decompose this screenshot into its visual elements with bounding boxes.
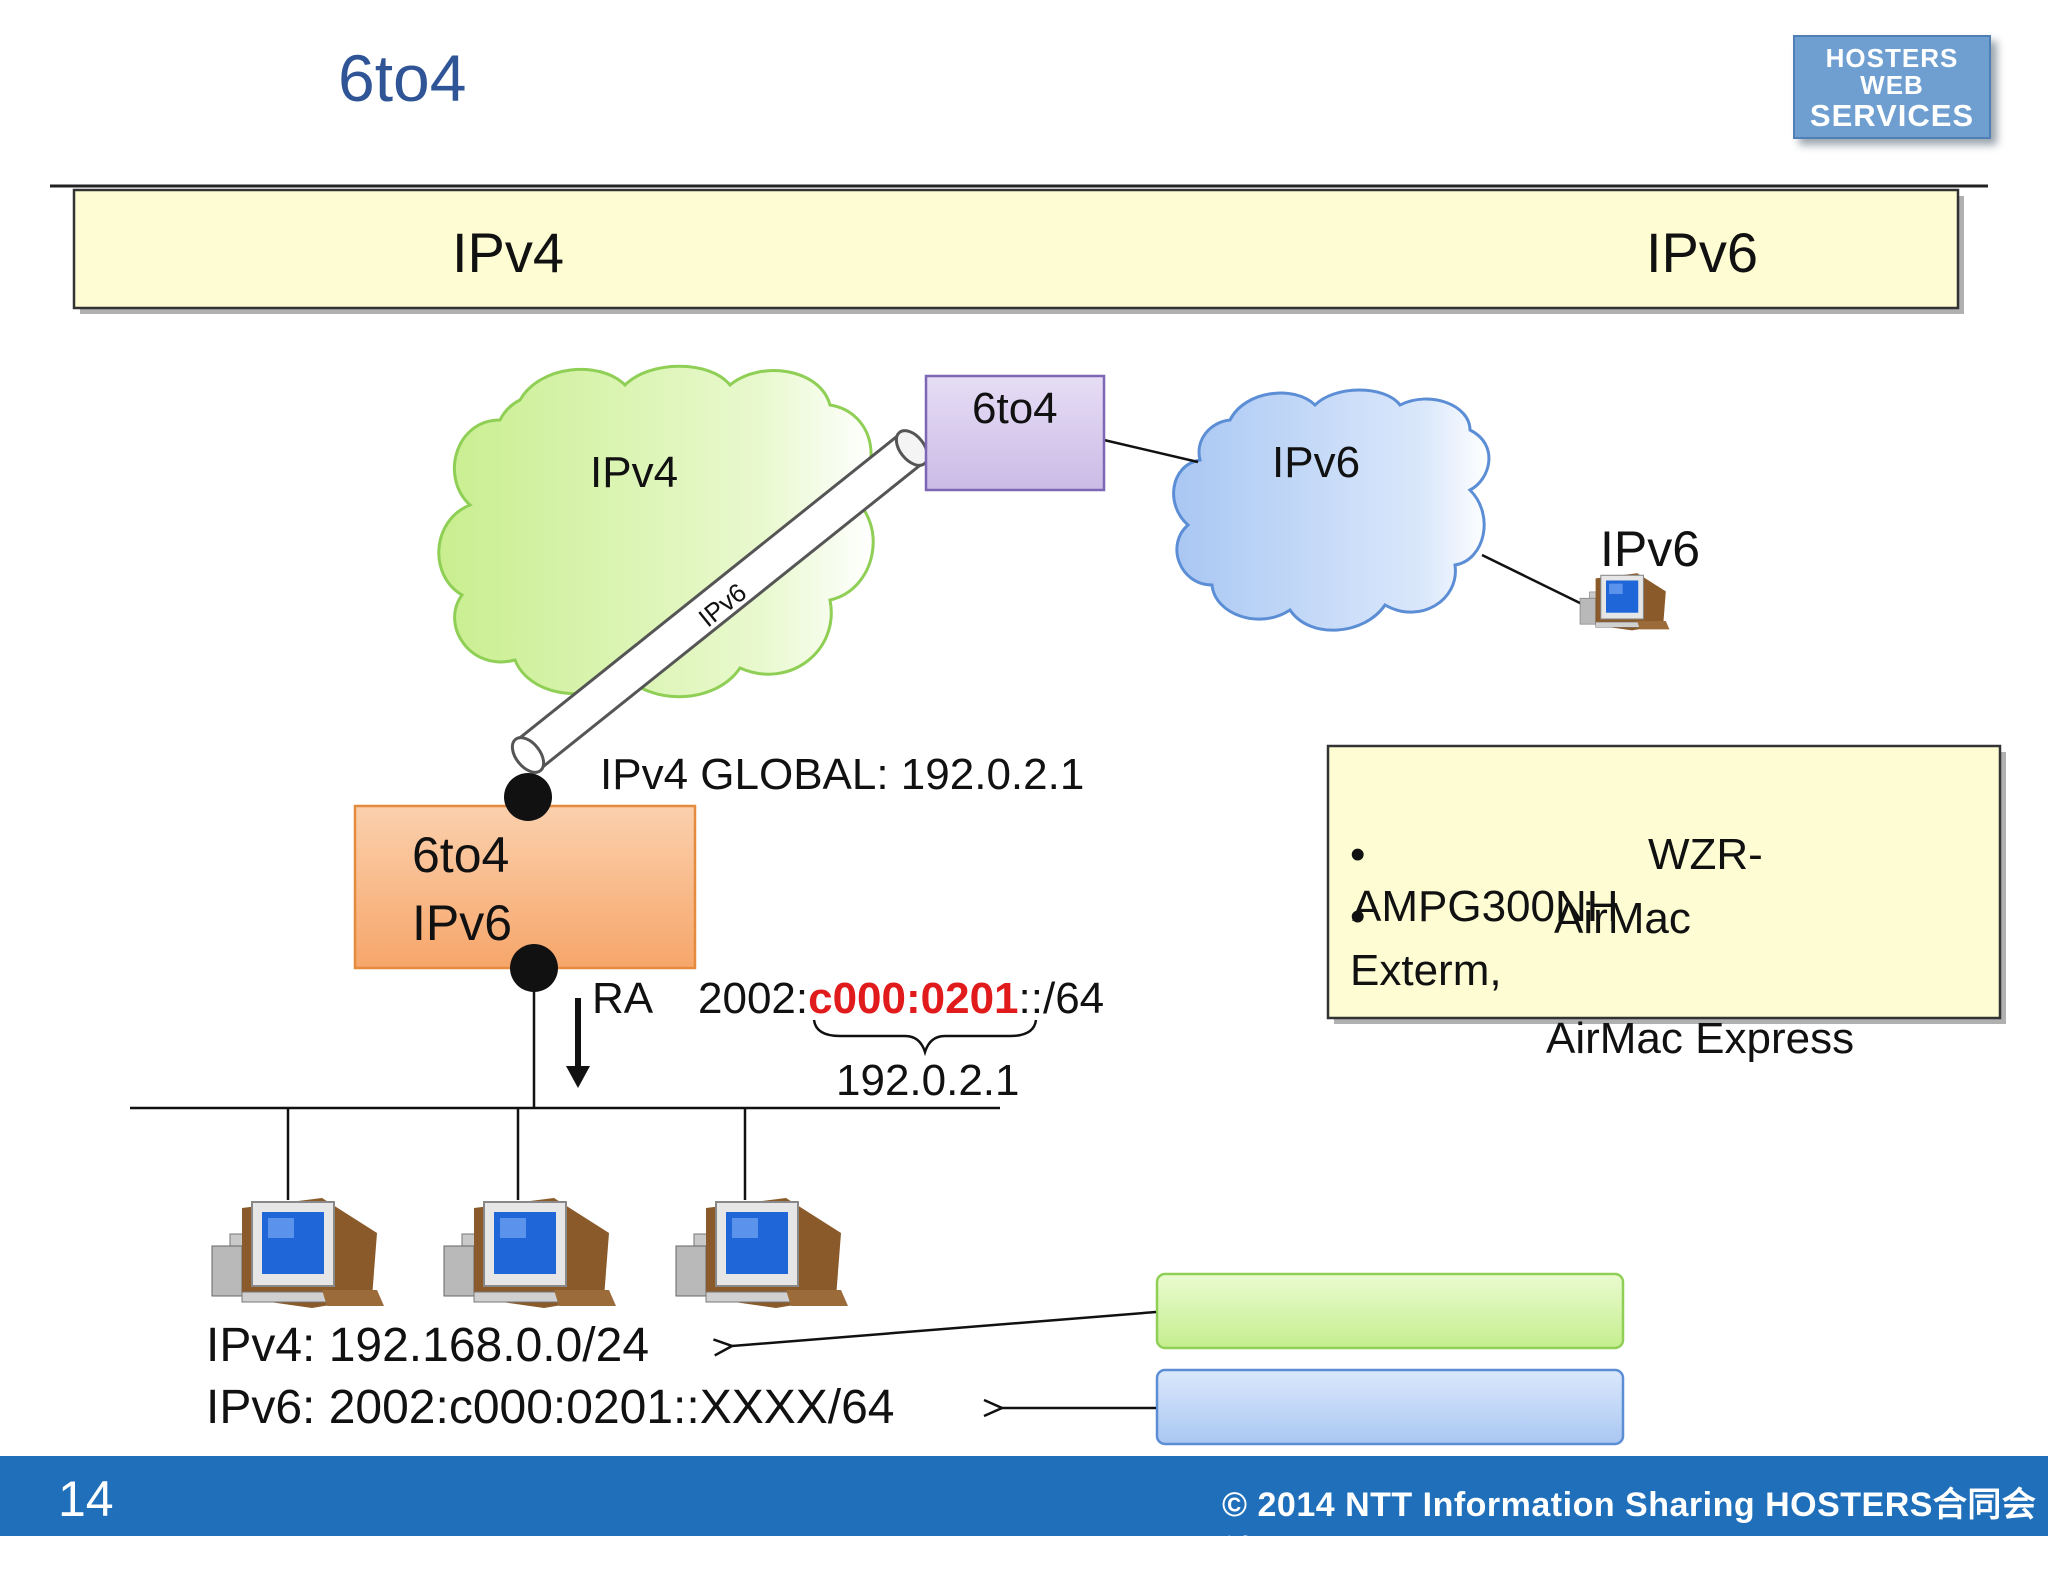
global-interface-dot: [504, 773, 552, 821]
local-router-line-2: IPv6: [412, 895, 513, 951]
lan-pc-3-icon: [675, 1197, 849, 1309]
ipv6-cloud: [1172, 388, 1491, 632]
lan-interface-dot: [510, 944, 558, 992]
global-address-label: IPv4 GLOBAL: 192.0.2.1: [600, 750, 1085, 799]
ra-prefix-highlight: c000:0201: [808, 974, 1019, 1023]
footer-bar: [0, 1456, 2048, 1536]
ipv4-cloud-label: IPv4: [590, 448, 679, 497]
note-box: [1326, 744, 2002, 1020]
lan-pc-1-icon: [211, 1197, 385, 1309]
legend-ipv4-box: [1155, 1272, 1625, 1350]
legend-ipv6-box: [1155, 1368, 1625, 1446]
logo-line-3: SERVICES: [1809, 97, 1975, 133]
banner-left-label: IPv4: [452, 221, 565, 284]
ra-arrow-head: [566, 1066, 590, 1088]
note-bullet-2: •: [1350, 892, 1366, 941]
ra-prefix-end: ::/64: [1018, 974, 1105, 1023]
ipv6-tunnel: [510, 429, 930, 774]
lan-ipv4-label: IPv4: 192.168.0.0/24: [206, 1319, 650, 1372]
prefix-brace: [812, 1019, 1038, 1057]
remote-host-label: IPv6: [1600, 521, 1701, 577]
banner-right-label: IPv6: [1646, 221, 1759, 284]
legend-ipv4-arrow: [732, 1310, 1157, 1346]
local-router-line-1: 6to4: [412, 827, 510, 883]
banner-box: [72, 188, 1960, 310]
lan-ipv6-label: IPv6: 2002:c000:0201::XXXX/64: [206, 1381, 895, 1434]
ra-prefix-start: 2002:: [698, 974, 809, 1023]
local-router-box: [353, 804, 697, 970]
cloud-to-host-line: [1481, 553, 1585, 607]
note-text-1: WZR-: [1648, 830, 1763, 879]
lan-pc-2-icon: [443, 1197, 617, 1309]
note-text-2: AMPG300NH: [1352, 882, 1619, 931]
ipv4-cloud: [437, 364, 875, 699]
logo-line-1: HOSTERS: [1825, 43, 1959, 73]
relay-to-ipv6-cloud-line: [1103, 438, 1199, 464]
logo-line-2: WEB: [1860, 70, 1924, 101]
ra-label: RA: [592, 974, 654, 1023]
note-text-3: AirMac: [1554, 894, 1691, 943]
remote-host-pc-icon: [1579, 572, 1670, 631]
note-bullet-1: •: [1350, 830, 1366, 879]
relay-router-box: [924, 374, 1106, 492]
hosters-logo: HOSTERS WEB SERVICES: [1793, 35, 1991, 139]
diagram-canvas: IPv6: [50, 184, 2006, 1446]
ipv6-cloud-label: IPv6: [1272, 438, 1361, 487]
page-number: 14: [58, 1471, 114, 1527]
note-text-4: Exterm,: [1350, 946, 1502, 995]
ra-prefix: 2002:c000:0201::/64: [698, 974, 1104, 1024]
page-title: 6to4: [338, 41, 467, 115]
brace-label: 192.0.2.1: [836, 1056, 1020, 1105]
copyright-text: © 2014 NTT Information Sharing HOSTERS合同…: [1222, 1486, 2037, 1573]
relay-router-label: 6to4: [972, 384, 1058, 433]
note-text-5: AirMac Express: [1546, 1014, 1855, 1063]
